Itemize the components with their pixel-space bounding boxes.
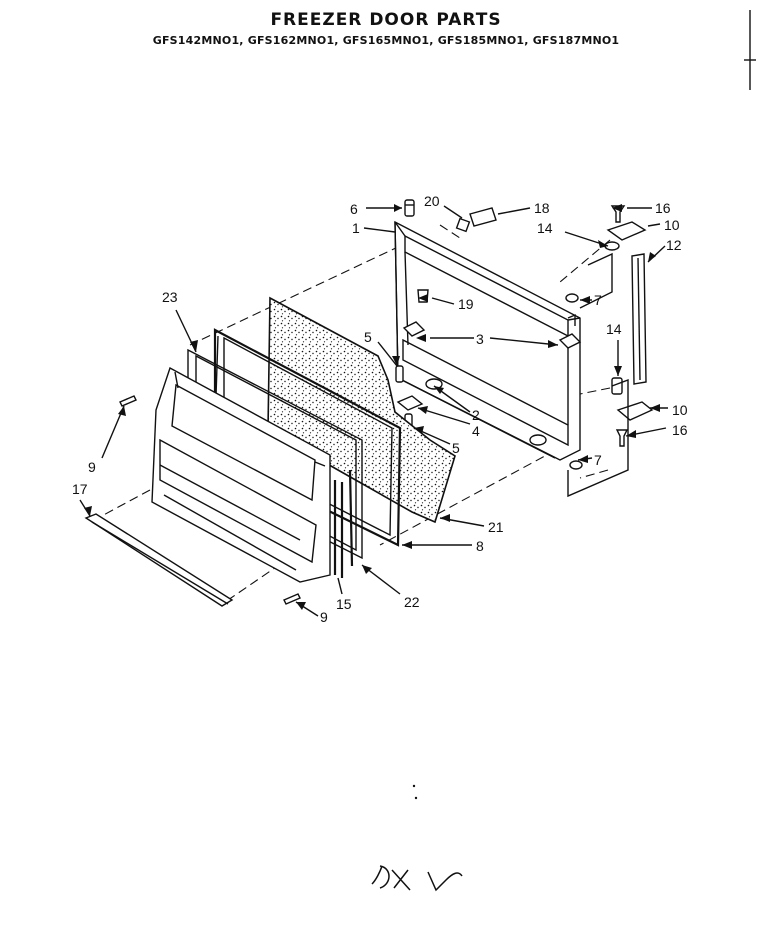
model-numbers: GFS142MNO1, GFS162MNO1, GFS165MNO1, GFS1… — [152, 34, 620, 47]
hinge-brackets — [567, 252, 629, 498]
handwritten-marks — [371, 10, 756, 892]
callout-14b: 14 — [606, 321, 622, 337]
callout-3: 3 — [476, 331, 484, 347]
page-title: FREEZER DOOR PARTS — [270, 10, 502, 30]
callout-10a: 10 — [664, 217, 680, 233]
callout-10b: 10 — [672, 402, 688, 418]
callout-12: 12 — [666, 237, 682, 253]
callout-2: 2 — [472, 407, 480, 423]
callout-7b: 7 — [594, 452, 602, 468]
callout-9b: 9 — [320, 609, 328, 625]
door-liner-frame — [394, 220, 582, 461]
callout-labels: 6 1 20 18 14 16 10 12 7 19 3 5 23 14 2 4… — [72, 193, 688, 625]
door-shelves-liner — [151, 366, 331, 583]
callout-21: 21 — [488, 519, 504, 535]
callout-18: 18 — [534, 200, 550, 216]
callout-16b: 16 — [672, 422, 688, 438]
callout-14a: 14 — [537, 220, 553, 236]
callout-6: 6 — [350, 201, 358, 217]
callout-5b: 5 — [452, 440, 460, 456]
callout-7a: 7 — [594, 292, 602, 308]
callout-8: 8 — [476, 538, 484, 554]
callout-15: 15 — [336, 596, 352, 612]
callout-4: 4 — [472, 423, 480, 439]
callout-23: 23 — [162, 289, 178, 305]
callout-5a: 5 — [364, 329, 372, 345]
callout-1: 1 — [352, 220, 360, 236]
callout-16a: 16 — [655, 200, 671, 216]
callout-9a: 9 — [88, 459, 96, 475]
callout-20: 20 — [424, 193, 440, 209]
callout-17: 17 — [72, 481, 88, 497]
arrowheads — [84, 204, 660, 610]
callout-22: 22 — [404, 594, 420, 610]
bottom-trim — [84, 513, 234, 607]
callout-19: 19 — [458, 296, 474, 312]
